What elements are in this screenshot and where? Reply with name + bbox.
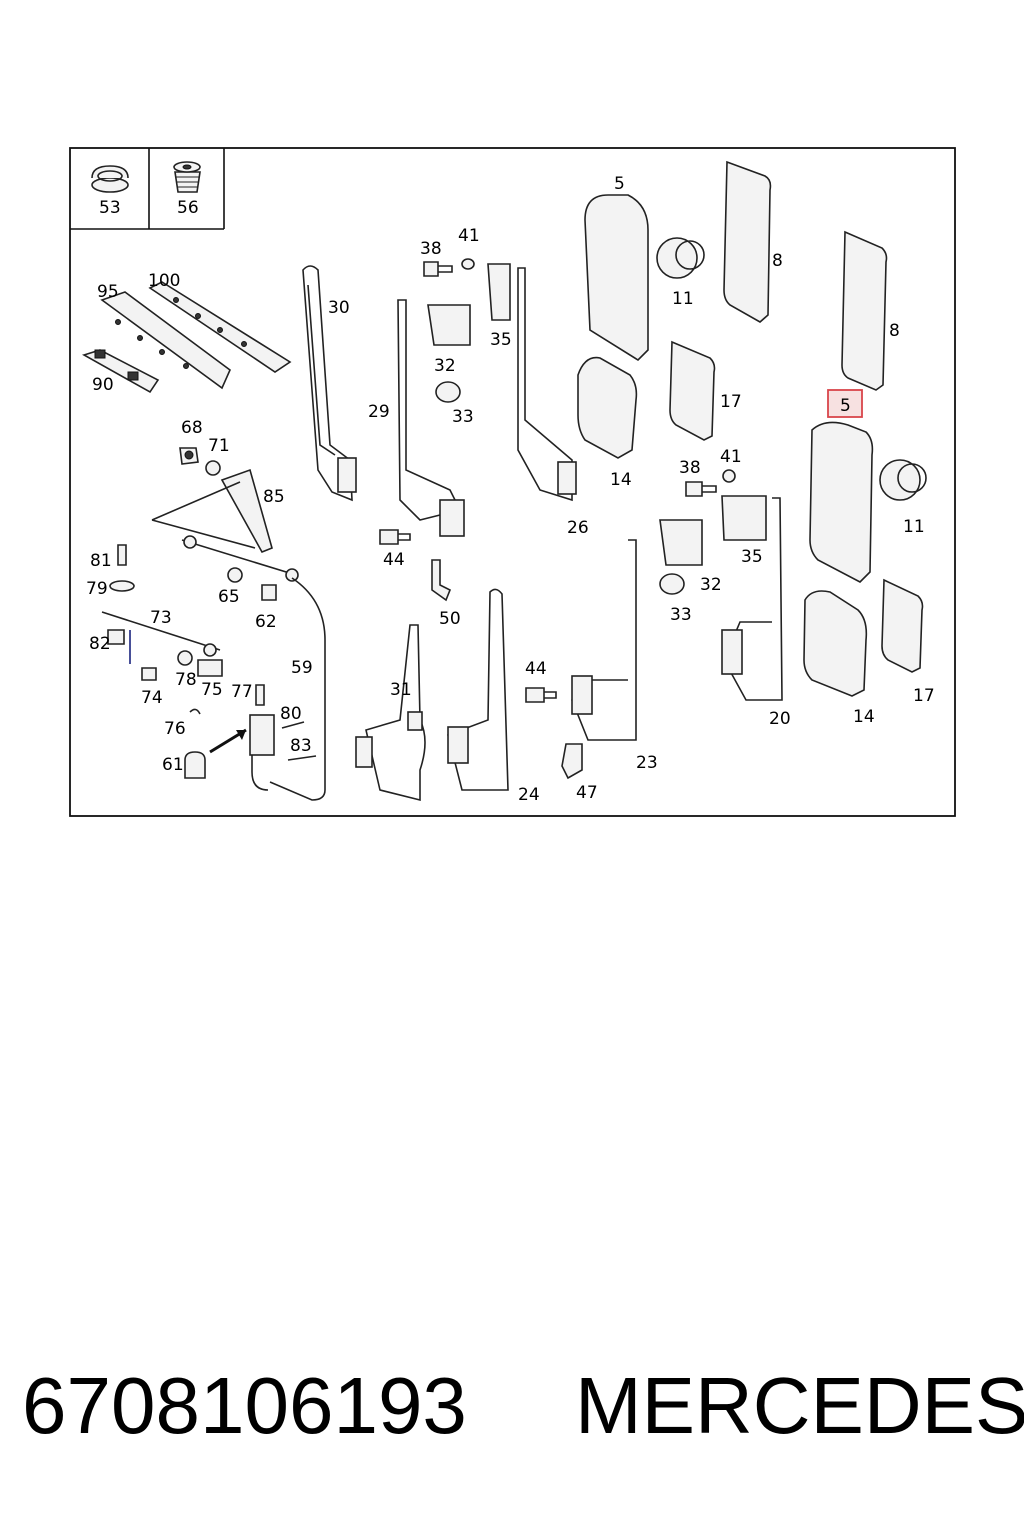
callout-label: 76 [164, 719, 186, 739]
inset-panel [70, 148, 225, 230]
callout-label: 32 [434, 356, 456, 376]
inset-label-56: 56 [177, 198, 199, 218]
callout-label: 82 [89, 634, 111, 654]
caption: 6708106193 MERCEDES [0, 1360, 1024, 1470]
mirror-heads [577, 160, 927, 697]
bracket-strips [81, 281, 292, 394]
callout-label: 31 [390, 680, 412, 700]
mirror-arm-30 [302, 265, 357, 502]
callout-label: 35 [741, 547, 763, 567]
callout-label: 100 [148, 271, 180, 291]
callout-label: 47 [576, 783, 598, 803]
callout-label: 8 [889, 321, 900, 341]
callout-label: 29 [368, 402, 390, 422]
callout-label: 73 [150, 608, 172, 628]
callout-label: 83 [290, 736, 312, 756]
part-number: 6708106193 [22, 1361, 467, 1450]
callout-label: 5 [614, 174, 625, 194]
callout-label: 81 [90, 551, 112, 571]
mirror-arm-24 [447, 588, 509, 791]
callout-label: 77 [231, 682, 253, 702]
inset-label-53: 53 [99, 198, 121, 218]
callout-label: 14 [610, 470, 632, 490]
callout-label: 38 [679, 458, 701, 478]
mirror-arm-29 [397, 299, 465, 537]
callout-label: 33 [670, 605, 692, 625]
callout-label: 71 [208, 436, 230, 456]
callout-label: 68 [181, 418, 203, 438]
mirror-arm-31 [355, 624, 426, 802]
callout-label: 85 [263, 487, 285, 507]
callout-label: 23 [636, 753, 658, 773]
highlighted-callout-box [827, 389, 863, 418]
threaded-plug-icon [173, 161, 201, 193]
brand-name: MERCEDES [575, 1361, 1024, 1450]
callout-label: 65 [218, 587, 240, 607]
callout-label: 30 [328, 298, 350, 318]
parts-diagram: 53 56 95 100 90 68 71 85 81 79 65 62 73 … [69, 147, 956, 817]
callout-label: 78 [175, 670, 197, 690]
callout-label: 33 [452, 407, 474, 427]
callout-label: 20 [769, 709, 791, 729]
highlighted-callout-label: 5 [840, 396, 851, 416]
callout-label: 14 [853, 707, 875, 727]
callout-label: 79 [86, 579, 108, 599]
callout-label: 17 [913, 686, 935, 706]
callout-label: 62 [255, 612, 277, 632]
callout-label: 41 [458, 226, 480, 246]
callout-label: 41 [720, 447, 742, 467]
callout-label: 32 [700, 575, 722, 595]
callout-label: 90 [92, 375, 114, 395]
callout-label: 75 [201, 680, 223, 700]
callout-label: 44 [383, 550, 405, 570]
callout-label: 95 [97, 282, 119, 302]
callout-label: 24 [518, 785, 540, 805]
mirror-arm-20 [721, 497, 783, 701]
callout-label: 74 [141, 688, 163, 708]
callout-label: 35 [490, 330, 512, 350]
callout-label: 44 [525, 659, 547, 679]
callout-label: 11 [903, 517, 925, 537]
callout-label: 11 [672, 289, 694, 309]
mirror-arm-23 [571, 539, 637, 741]
callout-label: 80 [280, 704, 302, 724]
callout-label: 17 [720, 392, 742, 412]
callout-label: 38 [420, 239, 442, 259]
plug-cap-icon [91, 165, 129, 193]
callout-label: 59 [291, 658, 313, 678]
callout-label: 50 [439, 609, 461, 629]
callout-label: 26 [567, 518, 589, 538]
callout-label: 8 [772, 251, 783, 271]
mirror-arm-26 [517, 267, 577, 502]
linkage-assembly [101, 447, 326, 801]
diagram-frame [69, 147, 956, 817]
small-fasteners [379, 258, 767, 780]
callout-label: 61 [162, 755, 184, 775]
